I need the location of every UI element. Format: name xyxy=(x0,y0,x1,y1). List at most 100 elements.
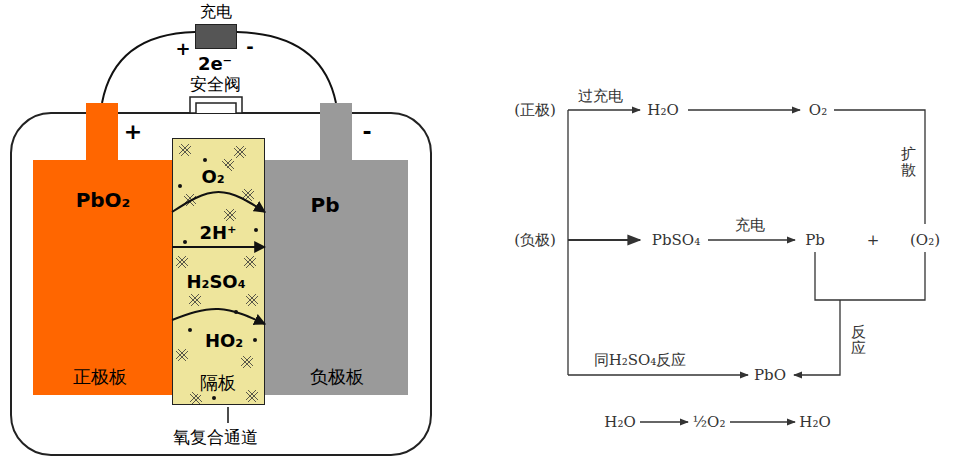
formula: O₂ xyxy=(199,166,226,187)
species: O₂ xyxy=(809,101,827,119)
fibre-mark xyxy=(244,256,256,268)
species: PbSO₄ xyxy=(652,231,700,249)
valve-label: 安全阀 xyxy=(190,73,241,96)
process-label: 扩散 xyxy=(901,146,916,179)
flow-line xyxy=(834,110,925,224)
text-holder: 同H₂SO₄反应 xyxy=(594,351,687,370)
text-holder: - xyxy=(246,36,253,57)
process-label: 过充电 xyxy=(578,87,623,106)
text-holder: 安全阀 xyxy=(190,73,241,96)
wire xyxy=(237,32,336,103)
flow-arrow xyxy=(568,374,748,375)
text-holder: + xyxy=(867,231,880,249)
fibre-mark xyxy=(241,356,253,368)
text-holder: + xyxy=(124,119,142,144)
text-holder: PbSO₄ xyxy=(652,231,700,249)
gas-dot xyxy=(178,184,182,188)
species: (O₂) xyxy=(910,231,940,249)
gas-dot xyxy=(253,338,257,342)
flow-arrow xyxy=(688,109,800,110)
flow-arrow xyxy=(730,421,795,422)
text-holder: PbO₂ xyxy=(76,188,131,212)
polarity-sign: + xyxy=(124,119,142,144)
safety-valve xyxy=(196,103,236,113)
plate-name: 负极板 xyxy=(310,365,364,389)
formula: PbO₂ xyxy=(76,188,131,212)
negative-plate: Pb 负极板 xyxy=(265,160,408,395)
text-holder: H₂SO₄ xyxy=(184,271,247,292)
text-holder: HO₂ xyxy=(203,330,245,351)
gas-dot xyxy=(212,396,216,400)
text-holder: 氧复合通道 xyxy=(173,426,258,449)
battery-case: PbO₂ 正极板 O₂ 2H⁺ H₂SO₄ HO₂ 隔板 Pb 负极板 + - xyxy=(10,112,432,456)
electrode-label: (正极) xyxy=(514,101,556,120)
reaction-arrow xyxy=(172,309,265,324)
text-holder: 负极板 xyxy=(310,365,364,389)
polarity-sign: + xyxy=(175,38,190,59)
negative-terminal xyxy=(320,103,352,160)
flow-arrow xyxy=(794,300,840,375)
formula: Pb xyxy=(311,193,340,217)
wire xyxy=(102,32,195,103)
plate-name: 正极板 xyxy=(73,365,127,389)
reaction-arrow xyxy=(172,246,265,248)
species: H₂O xyxy=(799,413,830,431)
text-holder: H₂O xyxy=(604,413,635,431)
text-holder: H₂O xyxy=(799,413,830,431)
text-holder: 正极板 xyxy=(73,365,127,389)
fibre-mark xyxy=(176,349,188,361)
channel-label: 氧复合通道 xyxy=(173,426,258,449)
text-holder: ½O₂ xyxy=(693,413,726,431)
text-holder: (负极) xyxy=(514,231,556,250)
species: PbO xyxy=(754,366,786,384)
text-holder: O₂ xyxy=(809,101,827,119)
text-holder: - xyxy=(362,119,371,144)
text-holder: 反应 xyxy=(851,324,866,357)
bracket-line xyxy=(567,110,568,375)
electrode-label: (负极) xyxy=(514,231,556,250)
process-label: 充电 xyxy=(735,216,765,235)
process-label: 反应 xyxy=(851,324,866,357)
text-holder: 扩散 xyxy=(901,146,916,179)
text-holder: 2H⁺ xyxy=(197,222,238,243)
reaction-arrow xyxy=(172,192,265,212)
species: H₂O xyxy=(604,413,635,431)
gas-dot xyxy=(234,310,238,314)
leader-line xyxy=(227,407,229,423)
case-outline xyxy=(11,113,431,455)
text-holder: Pb xyxy=(311,193,340,217)
fibre-mark xyxy=(246,390,258,402)
plus-sign: + xyxy=(867,231,880,249)
gas-dot xyxy=(203,158,207,162)
text-holder: 隔板 xyxy=(198,371,238,395)
text-holder: (O₂) xyxy=(910,231,940,249)
text-holder: H₂O xyxy=(647,101,678,119)
process-label: 同H₂SO₄反应 xyxy=(594,351,687,370)
flow-arrow xyxy=(640,421,688,422)
flow-arrow xyxy=(568,239,640,241)
fibre-mark xyxy=(184,194,196,206)
formula: HO₂ xyxy=(203,330,245,351)
fibre-mark xyxy=(246,294,258,306)
separator: O₂ 2H⁺ H₂SO₄ HO₂ 隔板 xyxy=(172,138,265,405)
species: H₂O xyxy=(647,101,678,119)
text-holder: Pb xyxy=(805,231,825,249)
flow-line xyxy=(815,252,925,300)
species: Pb xyxy=(805,231,825,249)
text-holder: + xyxy=(175,38,190,59)
text-holder: 充电 xyxy=(200,2,232,23)
formula: H₂SO₄ xyxy=(184,271,247,292)
charger-box: 充电 xyxy=(195,24,237,49)
flow-arrow xyxy=(568,109,640,110)
fibre-mark xyxy=(234,146,246,158)
flow-arrow xyxy=(708,239,795,240)
fibre-mark xyxy=(242,189,254,201)
gas-dot xyxy=(188,328,192,332)
positive-terminal xyxy=(86,103,118,160)
separator-fill xyxy=(172,138,265,405)
text-holder: 2e⁻ xyxy=(198,53,232,74)
gas-dot xyxy=(183,240,187,244)
fibre-mark xyxy=(179,144,191,156)
polarity-sign: - xyxy=(246,36,253,57)
formula: 2H⁺ xyxy=(197,222,238,243)
